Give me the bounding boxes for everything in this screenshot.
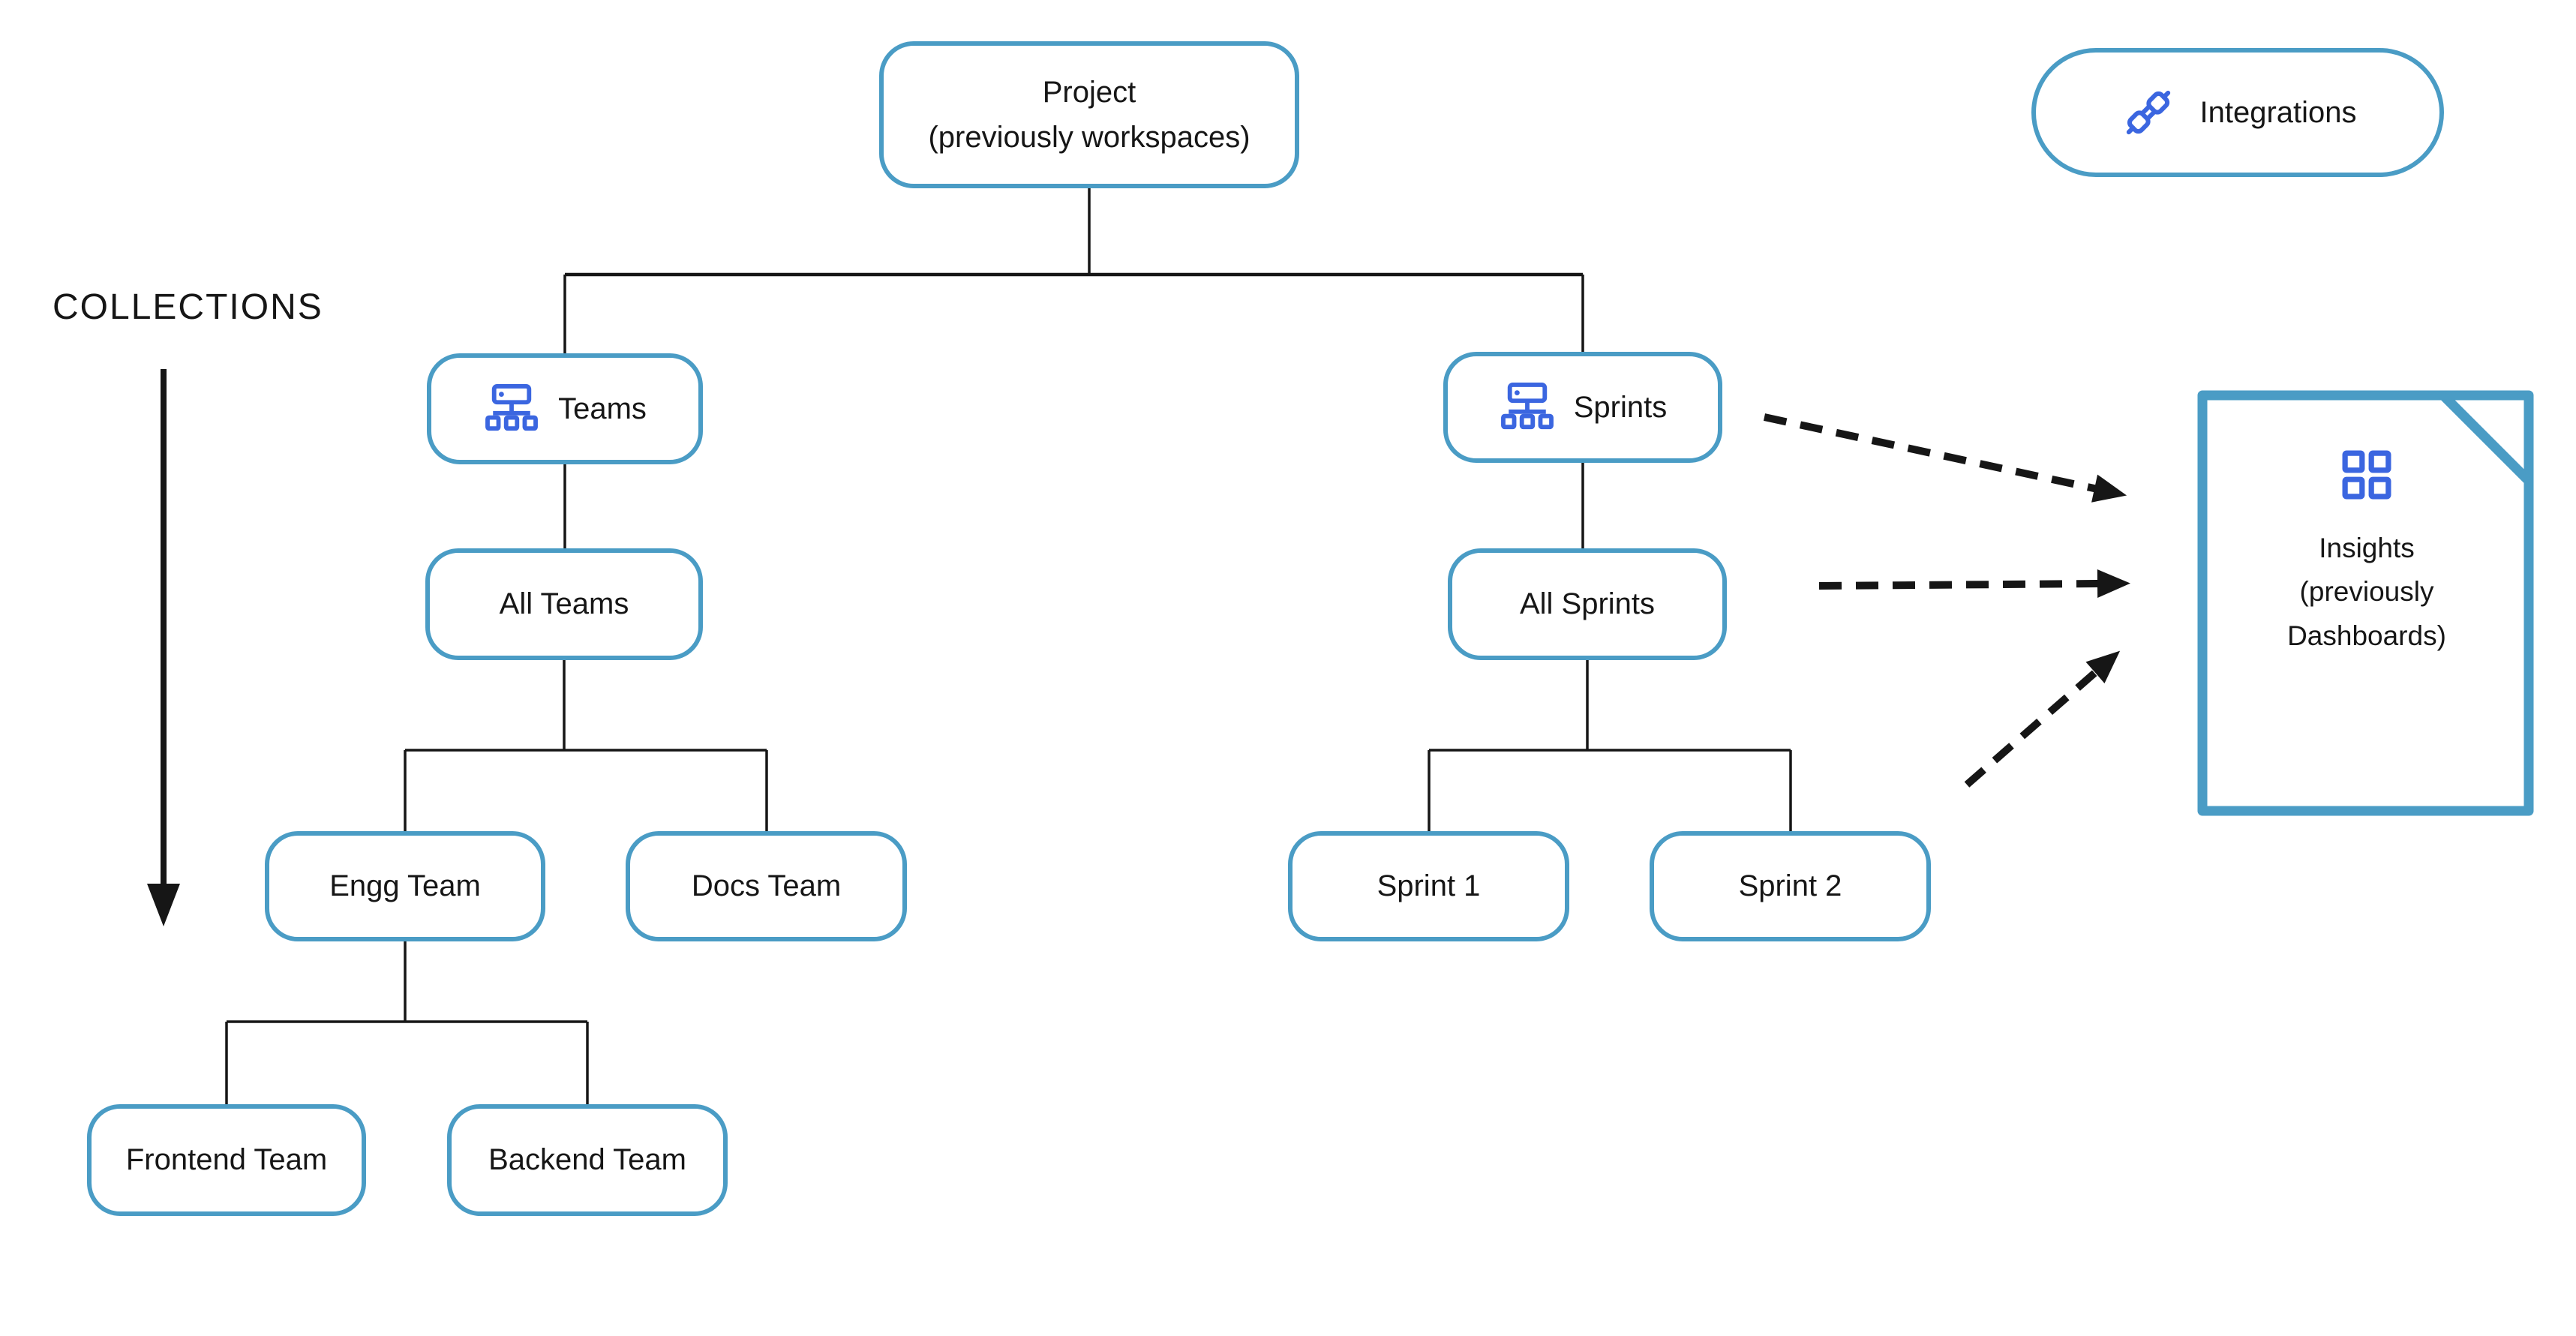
- node-sprint-2: Sprint 2: [1650, 831, 1931, 941]
- integrations-label: Integrations: [2199, 95, 2357, 129]
- engg-team-label: Engg Team: [329, 869, 481, 902]
- node-backend-team: Backend Team: [447, 1104, 728, 1216]
- insights-document: Insights (previously Dashboards): [2205, 450, 2528, 658]
- sprint-2-label: Sprint 2: [1738, 869, 1842, 902]
- project-label-line1: Project: [1042, 76, 1136, 109]
- node-sprint-1: Sprint 1: [1288, 831, 1569, 941]
- insights-label: Insights (previously Dashboards): [2287, 527, 2446, 658]
- project-label-line2: (previously workspaces): [928, 121, 1250, 154]
- node-all-teams: All Teams: [425, 548, 703, 660]
- node-project: Project (previously workspaces): [879, 41, 1299, 188]
- insights-label-line1: Insights: [2319, 533, 2415, 563]
- plug-connection-icon: [2118, 83, 2178, 143]
- backend-team-label: Backend Team: [488, 1143, 686, 1176]
- node-all-sprints: All Sprints: [1448, 548, 1727, 660]
- org-chart-icon: [1499, 383, 1556, 432]
- sprint-1-label: Sprint 1: [1377, 869, 1481, 902]
- node-engg-team: Engg Team: [265, 831, 545, 941]
- collections-arrow: [147, 369, 180, 926]
- node-teams: Teams: [427, 353, 703, 464]
- all-teams-label: All Teams: [499, 587, 629, 620]
- insights-label-line3: Dashboards): [2287, 620, 2446, 651]
- all-sprints-label: All Sprints: [1519, 587, 1656, 620]
- collections-label: COLLECTIONS: [53, 287, 323, 327]
- dashboard-grid-icon: [2342, 450, 2391, 500]
- frontend-team-label: Frontend Team: [125, 1143, 328, 1176]
- integrations-pill: Integrations: [2031, 48, 2444, 177]
- node-docs-team: Docs Team: [626, 831, 907, 941]
- teams-label: Teams: [558, 392, 647, 425]
- node-frontend-team: Frontend Team: [87, 1104, 366, 1216]
- sprints-label: Sprints: [1573, 390, 1668, 424]
- org-chart-icon: [483, 384, 540, 434]
- node-sprints: Sprints: [1443, 352, 1722, 463]
- dashed-arrows-to-insights: [1763, 413, 2130, 788]
- tree-connectors: [225, 188, 1792, 1104]
- docs-team-label: Docs Team: [691, 869, 842, 902]
- insights-document-shape: [2197, 390, 2534, 816]
- insights-label-line2: (previously: [2299, 576, 2434, 608]
